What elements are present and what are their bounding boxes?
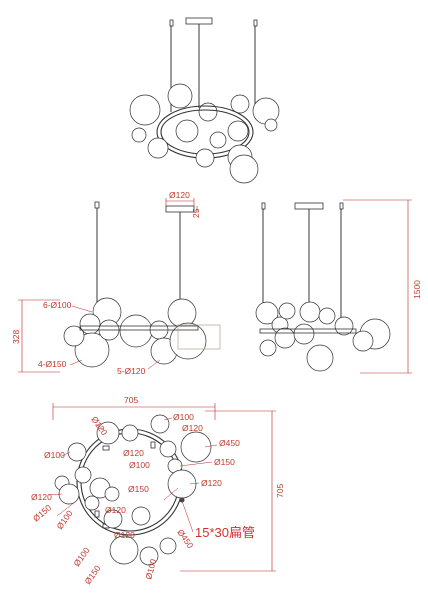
front-canopy-diameter: Ø120 (169, 190, 190, 200)
front-outline-box (177, 324, 221, 350)
perspective-view (129, 17, 280, 184)
svg-text:Ø150: Ø150 (214, 457, 235, 467)
svg-text:Ø120: Ø120 (114, 530, 135, 540)
perspective-globes-back (129, 83, 280, 126)
front-frame-bar (79, 325, 199, 331)
front-mid-globes-label: 5-Ø120 (117, 366, 146, 376)
top-width-label: 705 (124, 395, 138, 405)
side-view: 1500 (255, 199, 422, 374)
side-frame-bar (259, 328, 357, 334)
svg-text:Ø150: Ø150 (128, 484, 149, 494)
front-lower-globes-label: 4-Ø150 (38, 359, 67, 369)
front-wire-clip (94, 201, 100, 209)
top-depth-label: 705 (275, 484, 285, 498)
top-globes (54, 414, 212, 566)
front-upper-globes-label: 6-Ø100 (43, 300, 72, 310)
svg-text:Ø100: Ø100 (173, 412, 194, 422)
svg-text:Ø450: Ø450 (219, 438, 240, 448)
front-canopy (165, 205, 195, 213)
perspective-canopy (185, 17, 213, 25)
tube-note: 15*30扁管 (195, 525, 255, 540)
side-height-label: 1500 (412, 280, 422, 299)
svg-text:Ø120: Ø120 (201, 478, 222, 488)
svg-text:Ø100: Ø100 (54, 508, 74, 531)
side-canopy (294, 202, 324, 210)
front-globes (63, 297, 207, 368)
top-leader-lines (48, 417, 218, 517)
svg-text:Ø120: Ø120 (123, 448, 144, 458)
svg-text:Ø120: Ø120 (105, 505, 126, 515)
side-globes (255, 301, 391, 372)
front-view: Ø120 25 328 6-Ø100 4-Ø150 5-Ø120 (11, 190, 221, 376)
perspective-globes-front (131, 118, 278, 184)
svg-text:Ø150: Ø150 (82, 563, 102, 586)
svg-text:Ø120: Ø120 (182, 423, 203, 433)
svg-text:Ø100: Ø100 (71, 545, 91, 568)
svg-text:Ø120: Ø120 (31, 492, 52, 502)
svg-text:Ø100: Ø100 (44, 450, 65, 460)
perspective-wire-clip-left (169, 19, 174, 27)
front-height-label: 328 (11, 330, 21, 344)
perspective-wire-clip-right (253, 19, 258, 27)
front-canopy-height: 25 (191, 208, 201, 218)
top-view: 705 705 (31, 395, 285, 586)
svg-text:Ø100: Ø100 (129, 460, 150, 470)
svg-text:Ø150: Ø150 (31, 502, 54, 523)
